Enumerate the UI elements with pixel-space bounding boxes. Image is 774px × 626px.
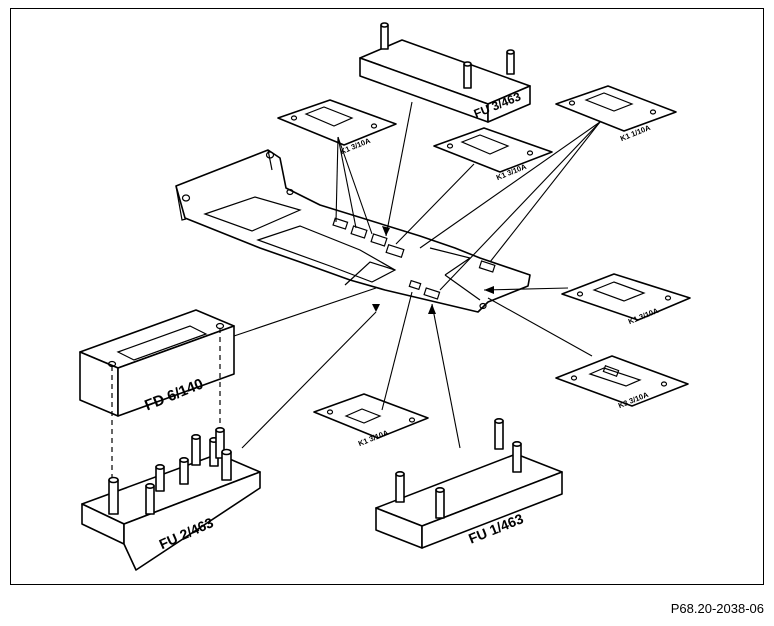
gasket-top-mid: K1 3/10A [433,127,553,182]
fu-2-463-block: FU 2/463 [81,426,261,571]
figure-reference: P68.20-2038-06 [670,601,764,616]
leader-lines [233,101,601,449]
gasket-bottom: K1 3/10A [313,393,429,448]
base-plate [175,149,531,313]
fu-1-463-block: FU 1/463 [375,417,563,549]
gasket-top-right: K1 1/10A [555,85,677,143]
fd-6-140-box: FD 6/140 [79,309,235,417]
gasket-right-low: K3 3/10A [555,355,689,410]
fu-3-463-block: FU 3/463 [359,22,531,123]
arrowheads [372,226,494,314]
gasket-top-left: K1 3/10A [277,99,397,156]
gasket-right-mid: K1 3/10A [561,273,691,326]
